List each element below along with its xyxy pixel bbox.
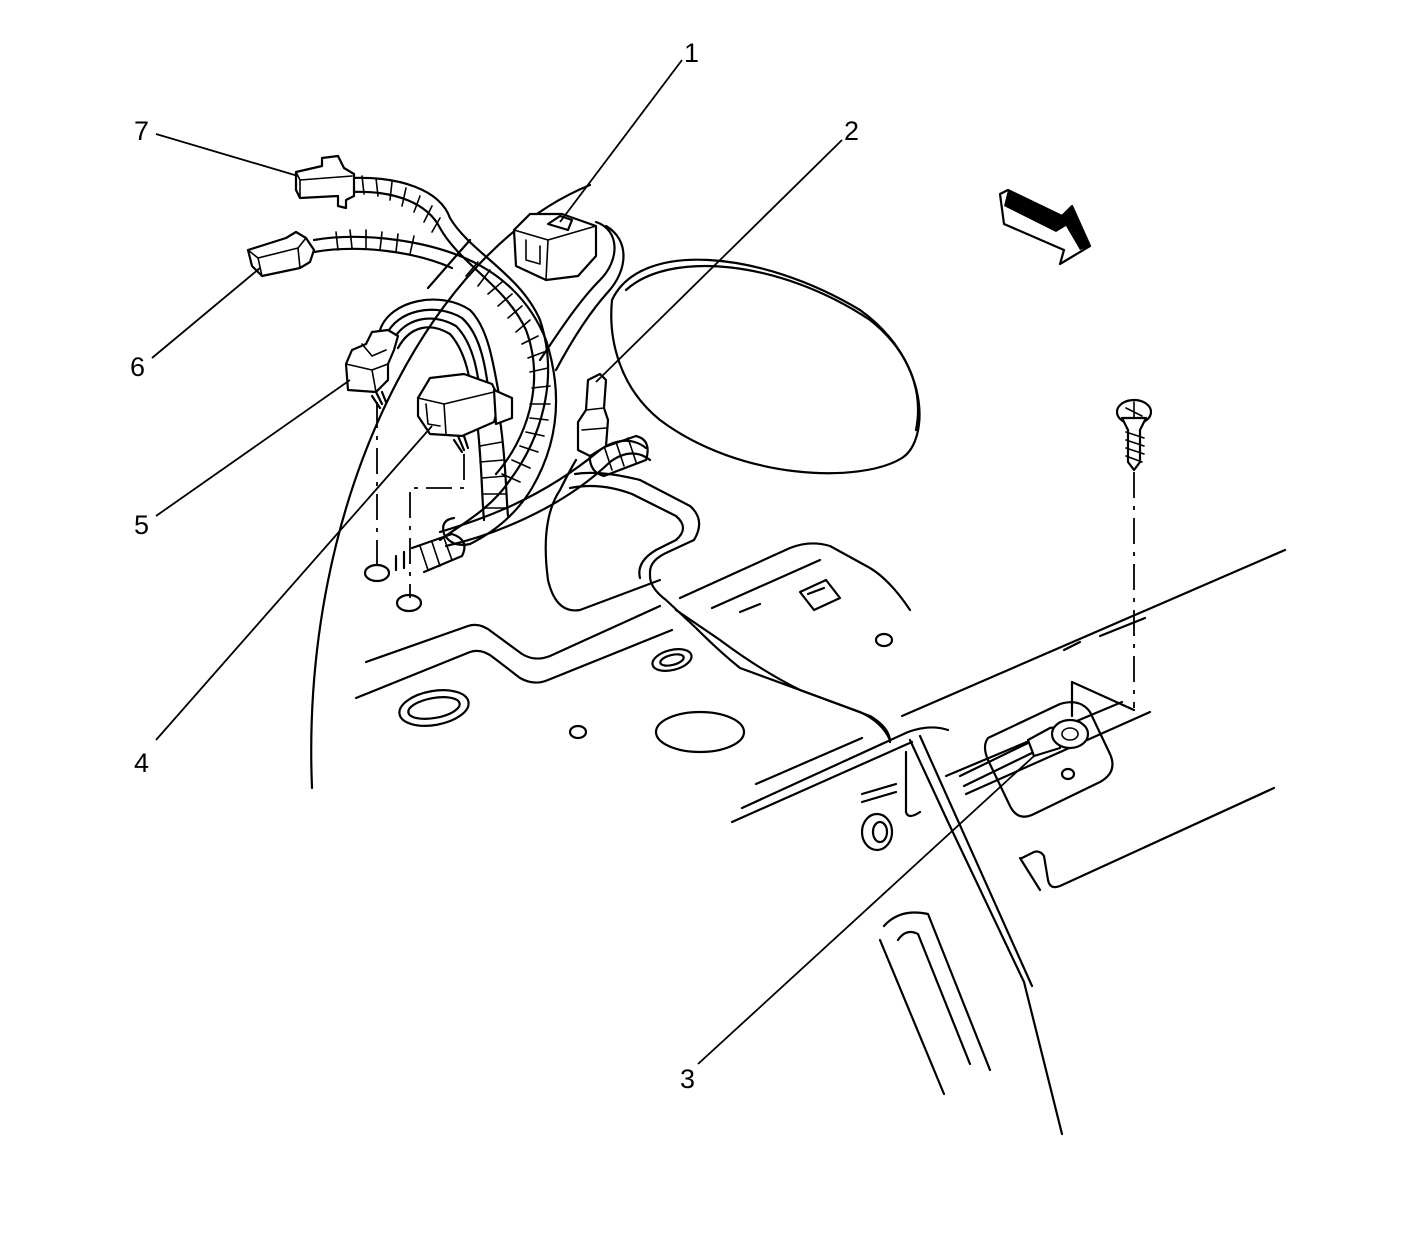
alignment-lines bbox=[376, 402, 1135, 708]
connector-2 bbox=[576, 372, 610, 458]
callout-6: 6 bbox=[130, 352, 145, 382]
callout-7: 7 bbox=[134, 116, 149, 146]
screw-icon bbox=[1115, 398, 1153, 472]
callout-1: 1 bbox=[684, 38, 699, 68]
floor-panel bbox=[310, 183, 1287, 1136]
callout-3: 3 bbox=[680, 1064, 695, 1094]
direction-arrow-icon bbox=[998, 188, 1092, 266]
connector-4 bbox=[416, 372, 514, 454]
connector-1 bbox=[512, 212, 598, 282]
callout-4: 4 bbox=[134, 748, 149, 778]
callout-5: 5 bbox=[134, 510, 149, 540]
connector-5 bbox=[344, 328, 400, 410]
callout-2: 2 bbox=[844, 116, 859, 146]
connector-7 bbox=[294, 154, 356, 210]
ground-terminal bbox=[958, 718, 1090, 788]
callout-leaders bbox=[151, 59, 1035, 1065]
hoop-bracket bbox=[610, 258, 921, 475]
